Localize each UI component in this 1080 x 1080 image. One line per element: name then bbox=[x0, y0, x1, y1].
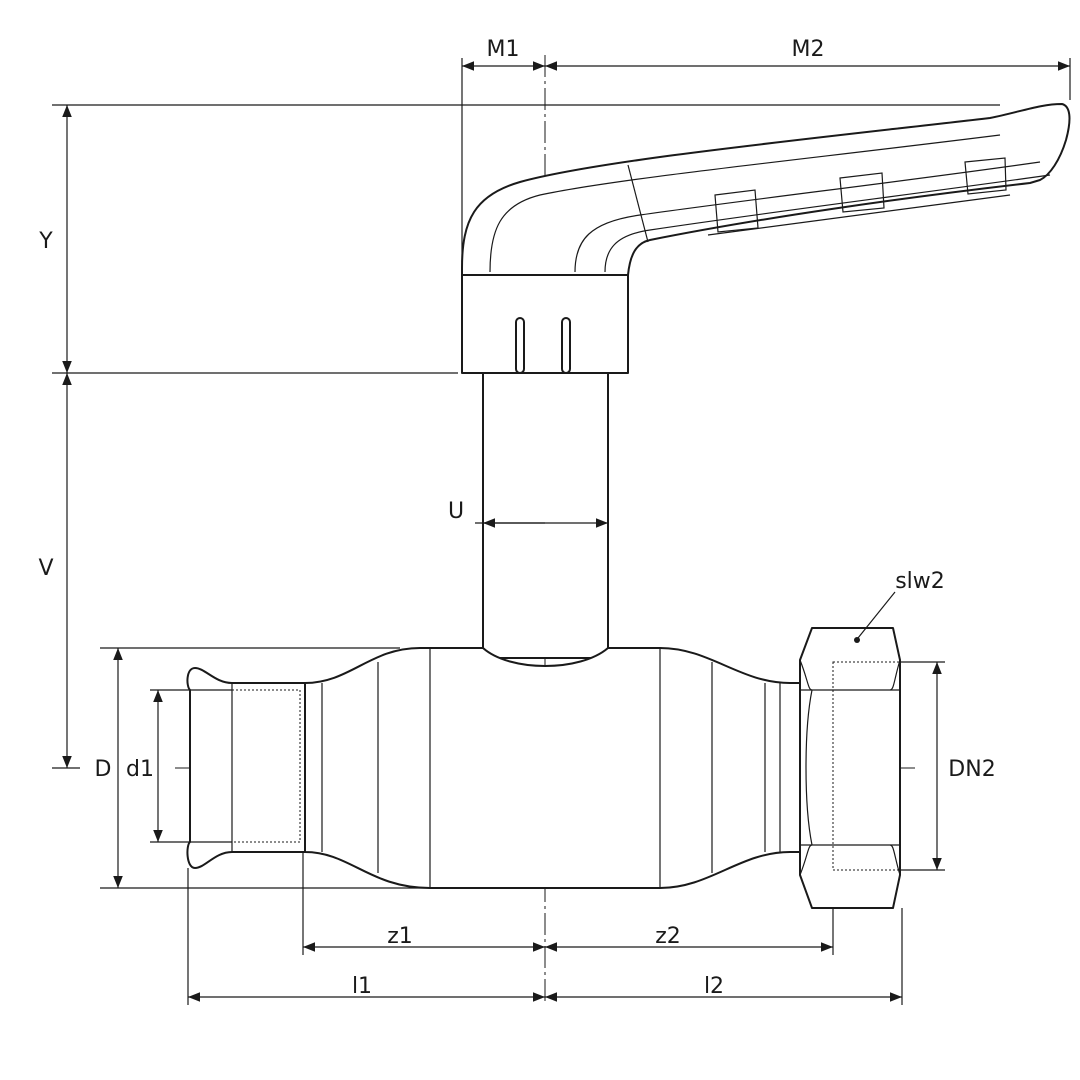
dim-label-v: V bbox=[38, 556, 53, 581]
handle-block bbox=[461, 274, 629, 374]
valve-stem bbox=[482, 372, 609, 659]
dim-label-y: Y bbox=[38, 229, 53, 254]
dim-label-z1: z1 bbox=[387, 924, 413, 949]
dim-label-l2: l2 bbox=[704, 974, 724, 999]
press-end-left bbox=[186, 667, 306, 869]
dim-label-m2: M2 bbox=[792, 37, 825, 62]
lever-handle bbox=[461, 103, 1071, 276]
valve-body bbox=[304, 647, 801, 889]
extension-lines bbox=[52, 58, 1071, 1005]
dim-label-m1: M1 bbox=[487, 37, 520, 62]
dim-label-d: D bbox=[95, 757, 112, 782]
union-nut bbox=[799, 627, 901, 909]
dim-label-dn2: DN2 bbox=[948, 757, 995, 782]
dimension-lines bbox=[62, 61, 1070, 1002]
dim-label-slw2: slw2 bbox=[895, 569, 945, 594]
handle-pin bbox=[561, 317, 571, 374]
dim-label-d1: d1 bbox=[126, 757, 154, 782]
dim-label-l1: l1 bbox=[352, 974, 372, 999]
dim-label-u: U bbox=[448, 499, 464, 524]
dim-label-z2: z2 bbox=[655, 924, 681, 949]
handle-pin bbox=[515, 317, 525, 374]
